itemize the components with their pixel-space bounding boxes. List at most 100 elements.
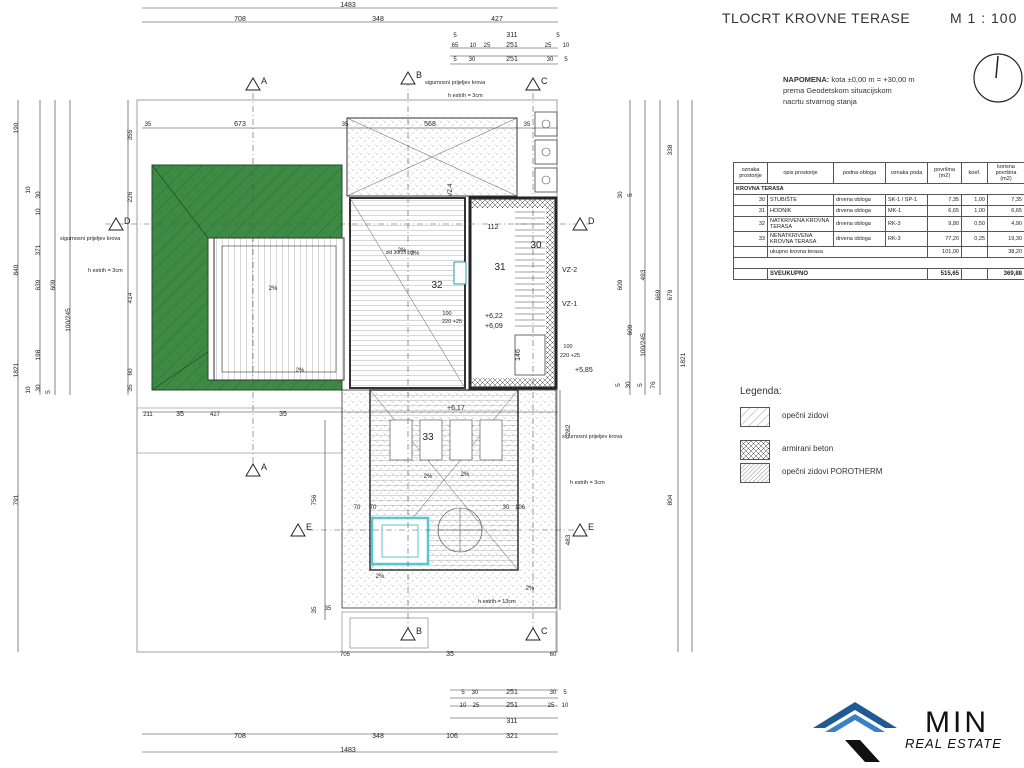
dimension-label: 791 (13, 494, 20, 505)
room-coef: 0,25 (961, 231, 988, 247)
dimension-label: 311 (506, 32, 517, 39)
dimension-label: 35 (127, 384, 134, 392)
roof-deck-west-border (221, 245, 337, 373)
table-subtotal-row: ukupno krovna terasa 101,00 38,20 (733, 246, 1024, 258)
slope-label: 2% (461, 472, 470, 478)
room-area: 9,80 (927, 216, 962, 232)
table-header: površina (m2) (927, 162, 962, 184)
dimension-label: 5 (453, 57, 457, 63)
green-roof-area (151, 164, 343, 391)
section-marker-icon (572, 217, 588, 231)
stair-treads (515, 211, 545, 327)
table-total-row: SVEUKUPNO 515,65 369,88 (733, 268, 1024, 280)
roof-ridge-line (151, 164, 209, 239)
legend-label: opečni zidovi POROTHERM (782, 467, 883, 476)
section-label: E (306, 522, 312, 532)
dimension-label: 25 (548, 703, 555, 709)
dimension-label: 609 (627, 324, 634, 335)
table-section-label: KROVNA TERASA (733, 183, 1024, 195)
dimension-label: 211 (143, 412, 153, 418)
dimension-label: 1483 (340, 747, 356, 754)
dimension-label: 5 (45, 390, 52, 394)
dimension-label: 35 (145, 122, 152, 128)
dimension-label: 251 (506, 42, 518, 49)
logo-brand: MIN (925, 706, 989, 739)
legend-label: opečni zidovi (782, 411, 829, 420)
dimension-label: 100/245 (65, 308, 72, 332)
hatch-sparse-swatch-icon (740, 407, 770, 427)
room-number: 33 (422, 432, 434, 443)
dimension-label: 708 (234, 16, 246, 23)
dimension-label: 282 (565, 424, 572, 435)
dimension-label: 338 (667, 144, 674, 155)
landing (514, 334, 546, 376)
chimney-hole (541, 175, 551, 185)
window-label: VZ-1 (562, 301, 577, 308)
room-net-area: 6,65 (987, 205, 1024, 217)
company-logo: MIN REAL ESTATE (805, 698, 1024, 768)
dimension-label: 5 (627, 193, 634, 197)
dimension-label: 30 (617, 191, 624, 199)
dimension-label: 35 (446, 651, 454, 658)
dimension-label: 35 (279, 411, 287, 418)
room-name: HODNIK (767, 205, 834, 217)
table-row: 30 STUBIŠTE drvena obloga SK-1 / SP-1 7,… (733, 194, 1024, 206)
section-marker-icon (290, 523, 306, 537)
section-marker-icon (572, 523, 588, 537)
room-floor: drvena obloga (833, 205, 886, 217)
level-note: 220 +25 (560, 353, 580, 359)
total-net: 369,88 (987, 268, 1024, 280)
section-label: A (261, 462, 267, 472)
note-block: NAPOMENA: kota ±0,00 m = +30,00 m prema … (783, 74, 953, 107)
section-marker-icon (525, 627, 541, 641)
dimension-label: 348 (372, 733, 384, 740)
chimney-element (534, 111, 558, 137)
dimension-label: 251 (506, 702, 518, 709)
room-floor: drvena obloga (833, 216, 886, 232)
dimension-label: 70 (354, 505, 361, 511)
room-number: 30 (530, 240, 542, 251)
callout-label: 112 (487, 224, 498, 231)
dimension-label: 5 (637, 383, 644, 387)
callout-label: h estrih = 3cm (448, 93, 483, 99)
dimension-label: 190 (13, 122, 20, 133)
slope-label: 2% (424, 474, 433, 480)
room-floor-code: SK-1 / SP-1 (885, 194, 928, 206)
dimension-label: 5 (453, 33, 457, 39)
dimension-label: 348 (372, 16, 384, 23)
dimension-label: 30 (625, 381, 632, 389)
section-label: D (124, 216, 131, 226)
section-lines (105, 80, 590, 640)
north-arrow-icon (973, 53, 1023, 103)
logo-subtitle: REAL ESTATE (905, 736, 1002, 751)
drawing-scale: M 1 : 100 (950, 10, 1018, 26)
dimension-label: 1821 (13, 362, 20, 377)
dimension-label: 311 (506, 718, 517, 725)
dimension-label: 1483 (340, 2, 356, 9)
room-floor-code: RK-3 (885, 216, 928, 232)
total-label: SVEUKUPNO (767, 268, 928, 280)
level-mark: +6,17 (447, 405, 465, 412)
room-net-area: 7,35 (987, 194, 1024, 206)
slope-label: 2% (526, 586, 535, 592)
dimension-label: 5 (461, 690, 465, 696)
room-net-area: 19,30 (987, 231, 1024, 247)
table-row: 32 NATKRIVENA KROVNA TERASA drvena oblog… (733, 216, 1024, 232)
section-marker-icon (400, 71, 416, 85)
table-header: koef. (961, 162, 988, 184)
table-row: 31 HODNIK drvena obloga MK-1 6,65 1,00 6… (733, 205, 1024, 217)
section-label: D (588, 216, 595, 226)
room-table: oznaka prostorije opis prostorije podna … (733, 162, 1024, 280)
level-note: 100 (563, 344, 572, 350)
room-net-area: 4,90 (987, 216, 1024, 232)
dimension-label: 10 (562, 703, 569, 709)
dimension-label: 705 (340, 652, 351, 658)
section-marker-icon (245, 77, 261, 91)
slope-line (349, 197, 466, 389)
entrance-block (349, 617, 429, 649)
room-floor-code: RK-3 (885, 231, 928, 247)
jacuzzi-inner (381, 524, 419, 558)
callout-label: sigurnosni prijeljev krova (60, 236, 121, 242)
level-mark: +6,22 (485, 313, 503, 320)
